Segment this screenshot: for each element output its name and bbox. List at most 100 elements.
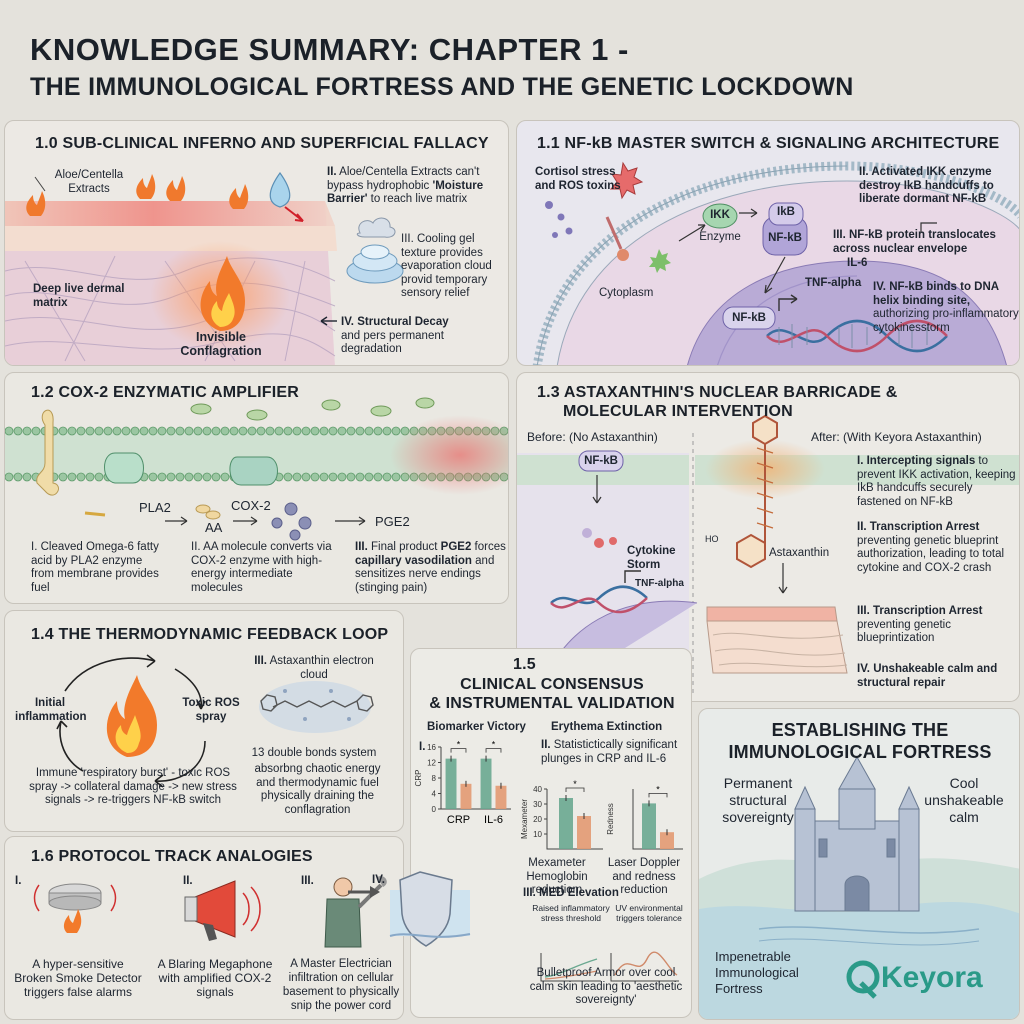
p13-ii-a: Transcription Arrest [869, 521, 980, 533]
nfkb-label-1: NF-kB [768, 232, 802, 244]
p11-iii-text: NF-kB protein translocates across nuclea… [833, 229, 996, 255]
lipid-head [382, 426, 392, 436]
lipid-head [301, 472, 311, 482]
p12-ii-num: II. [191, 541, 201, 553]
lipid-head [166, 472, 176, 482]
title-line-1: KNOWLEDGE SUMMARY: CHAPTER 1 - [30, 32, 629, 67]
lipid-head [319, 472, 329, 482]
ho-label: HO [705, 534, 719, 544]
p11-ii: II. Activated IKK enzyme destroy IkB han… [859, 166, 1019, 207]
panel-1-2-heading: 1.2 COX-2 ENZYMATIC AMPLIFIER [31, 384, 300, 401]
skin-cross-section-illustration [5, 171, 404, 365]
p13-i-a: Intercepting signals [866, 455, 976, 467]
lipid-head [13, 426, 23, 436]
biomarker-title: Biomarker Victory [427, 721, 526, 733]
deep-dermal-label: Deep live dermal matrix [33, 283, 125, 309]
lipid-head [328, 472, 338, 482]
lipid-head [238, 426, 248, 436]
significance-bracket [485, 748, 502, 753]
axis-label: Redness [606, 803, 615, 835]
lipid-head [58, 472, 68, 482]
lipid-head [274, 426, 284, 436]
page-title: KNOWLEDGE SUMMARY: CHAPTER 1 - THE IMMUN… [30, 30, 1010, 104]
lipid-head [256, 426, 266, 436]
category-label: CRP [447, 814, 470, 826]
lipid-head [121, 426, 131, 436]
double-bonds-label: 13 double bonds system [251, 747, 377, 759]
p13-i: I. Intercepting signals to prevent IKK a… [857, 455, 1019, 509]
lipid-head [193, 426, 203, 436]
title-line-2: THE IMMUNOLOGICAL FORTRESS AND THE GENET… [30, 73, 854, 101]
smoke-detector-icon [33, 883, 117, 933]
fortress-panel: ESTABLISHING THE IMMUNOLOGICAL FORTRESS … [698, 708, 1020, 1020]
bar [577, 816, 591, 849]
lipid-head [184, 472, 194, 482]
panel-1-0: 1.0 SUB-CLINICAL INFERNO AND SUPERFICIAL… [4, 120, 509, 366]
tnf-label: TNF-alpha [805, 277, 862, 289]
megaphone-icon [184, 880, 261, 941]
lipid-head [85, 426, 95, 436]
significance-bracket [565, 787, 585, 792]
lipid-head [85, 472, 95, 482]
lipid-head [67, 472, 77, 482]
p16-iv-num: IV. [372, 874, 386, 886]
pge2-label: PGE2 [375, 514, 410, 529]
lipid-head [76, 472, 86, 482]
p13-tnf-label: TNF-alpha [635, 578, 684, 589]
significance-bracket [648, 793, 668, 798]
p12-iii-b: PGE2 [440, 541, 472, 553]
lipid-head [220, 426, 230, 436]
lipid-head [31, 426, 41, 436]
p13-iv: IV. Unshakeable calm and structural repa… [857, 663, 1019, 690]
lipid-head [319, 426, 329, 436]
lipid-head [337, 472, 347, 482]
panel-1-6-heading: 1.6 PROTOCOL TRACK ANALOGIES [31, 848, 313, 865]
p15-ii-text: Statistictically significant plunges in … [541, 739, 678, 765]
lipid-head [337, 426, 347, 436]
p13-iii-num: III. [857, 605, 870, 617]
p15-i-num: I. [419, 741, 426, 753]
lipid-head [5, 426, 14, 436]
impenetrable-label: Impenetrable Immunological Fortress [715, 949, 799, 996]
panel-1-6: 1.6 PROTOCOL TRACK ANALOGIES I. II. III.… [4, 836, 404, 1020]
lipid-head [22, 426, 32, 436]
panel-1-1-heading: 1.1 NF-kB MASTER SWITCH & SIGNALING ARCH… [537, 135, 1000, 152]
p12-i-text: Cleaved Omega-6 fatty acid by PLA2 enzym… [31, 541, 159, 594]
lipid-head [139, 426, 149, 436]
significance-star: * [492, 740, 496, 750]
p12-iii-e: and sensitizes nerve endings (stinging p… [355, 554, 495, 594]
axis-label: Mexameter [520, 799, 529, 839]
erythema-title: Erythema Extinction [551, 721, 663, 733]
p11-ii-text: Activated IKK enzyme destroy IkB handcuf… [859, 166, 994, 205]
lipid-head [301, 426, 311, 436]
p12-iii-a: Final product [370, 541, 441, 553]
raised-threshold-label: Raised inflammatory stress threshold [532, 903, 610, 923]
analogies-illustration [33, 876, 387, 948]
p10-iii: III. Cooling gel texture provides evapor… [401, 233, 508, 301]
lipid-head [220, 472, 230, 482]
p12-iii-d: capillary vasodilation [355, 554, 472, 567]
p12-i-num: I. [31, 541, 38, 553]
lipid-head [193, 472, 203, 482]
p16-iii-text: A Master Electrician infiltration on cel… [282, 958, 400, 1012]
p10-iv: IV. Structural Decay and pers permanent … [341, 316, 506, 357]
significance-star: * [573, 779, 577, 789]
il6-label: IL-6 [847, 257, 868, 269]
panel-1-5-num: 1.5 [513, 656, 536, 673]
bar [480, 758, 492, 809]
bar [660, 832, 674, 849]
lipid-head [22, 472, 32, 482]
lipid-head [13, 472, 23, 482]
p12-iii-num: III. [355, 541, 368, 553]
nfkb-label-2: NF-kB [732, 312, 766, 324]
fortress-heading-a: ESTABLISHING THE [771, 720, 949, 740]
lipid-head [58, 426, 68, 436]
panel-1-1: 1.1 NF-kB MASTER SWITCH & SIGNALING ARCH… [516, 120, 1020, 366]
tick-label: 8 [432, 774, 437, 783]
p13-ii: II. Transcription Arrest preventing gene… [857, 521, 1019, 575]
p15-ii-num: II. [541, 739, 551, 751]
after-label: After: (With Keyora Astaxanthin) [811, 430, 982, 444]
p13-nfkb-label: NF-kB [584, 455, 618, 467]
tick-label: 30 [533, 800, 542, 809]
